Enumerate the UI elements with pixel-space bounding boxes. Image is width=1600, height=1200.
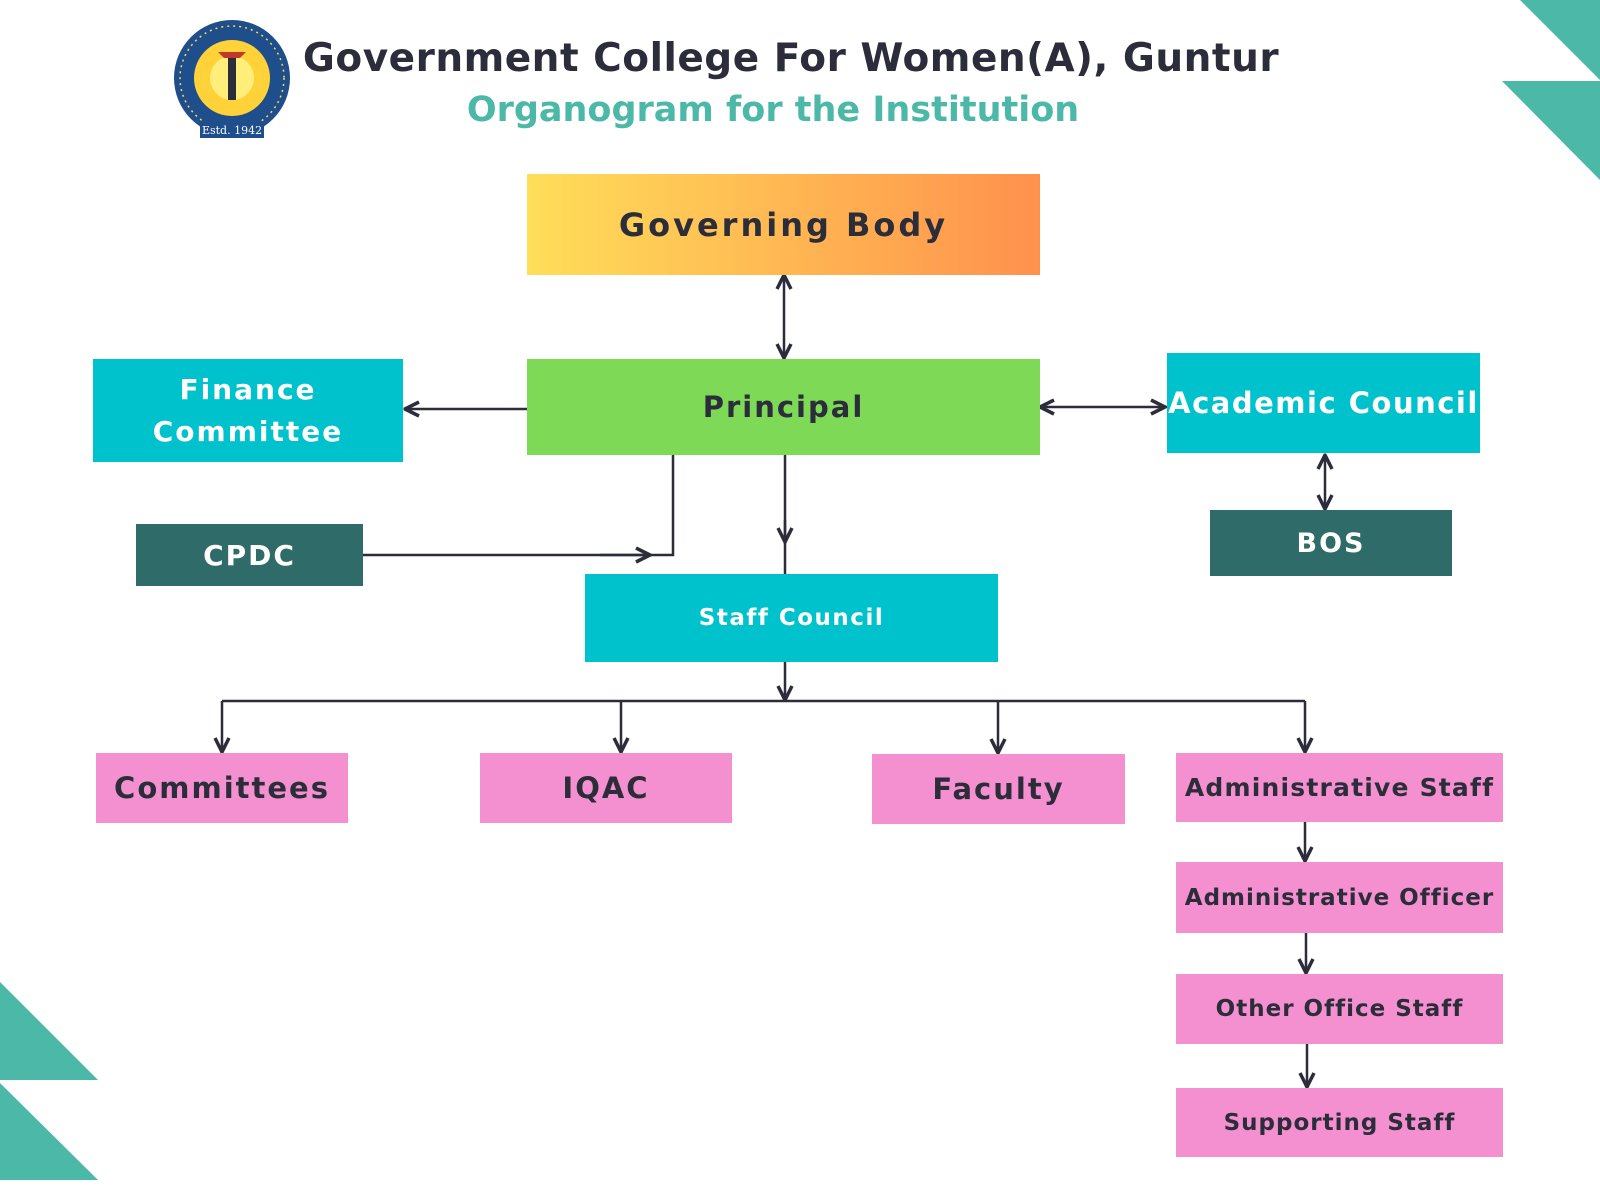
- node-bos: BOS: [1210, 510, 1452, 576]
- node-committees: Committees: [96, 753, 348, 823]
- node-administrative-staff: Administrative Staff: [1176, 753, 1503, 822]
- node-principal: Principal: [527, 359, 1040, 455]
- node-governing-body: Governing Body: [527, 174, 1040, 275]
- triangle-bottom-left-1: [0, 982, 98, 1080]
- node-faculty: Faculty: [872, 754, 1125, 824]
- svg-text:Estd. 1942: Estd. 1942: [202, 124, 262, 137]
- triangle-bottom-left-2: [0, 1083, 98, 1180]
- triangle-top-right-1: [1520, 0, 1600, 80]
- connector-principal-cpdc-line: [363, 455, 675, 557]
- triangle-top-right-2: [1502, 81, 1600, 180]
- node-iqac: IQAC: [480, 753, 732, 823]
- college-logo: Estd. 1942: [174, 20, 290, 138]
- node-staff-council: Staff Council: [585, 574, 998, 662]
- node-administrative-officer: Administrative Officer: [1176, 862, 1503, 933]
- node-finance-committee: Finance Committee: [93, 359, 403, 462]
- page-subtitle: Organogram for the Institution: [466, 90, 1080, 130]
- node-other-office-staff: Other Office Staff: [1176, 974, 1503, 1044]
- node-academic-council: Academic Council: [1167, 353, 1480, 453]
- node-supporting-staff: Supporting Staff: [1176, 1088, 1503, 1157]
- page-title: Government College For Women(A), Guntur: [302, 36, 1280, 81]
- node-cpdc: CPDC: [136, 524, 363, 586]
